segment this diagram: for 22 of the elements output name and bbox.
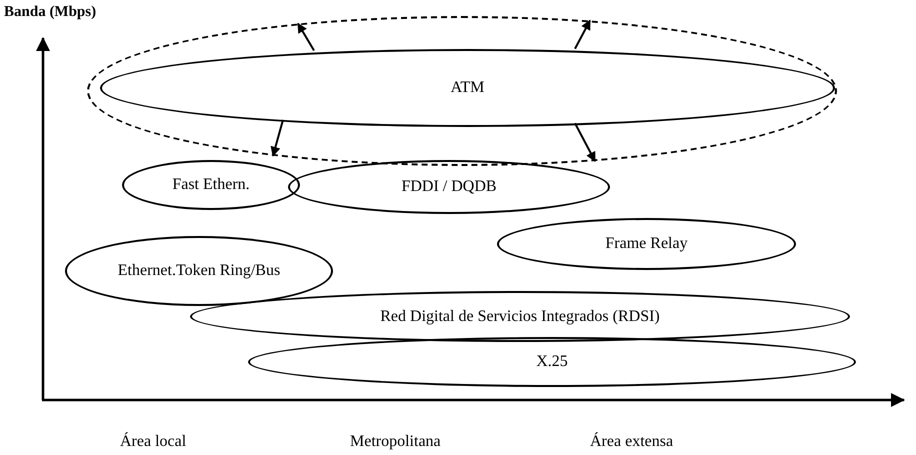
arrow bbox=[270, 120, 284, 157]
category-label: Metropolitana bbox=[350, 432, 441, 452]
ellipse-node bbox=[190, 291, 850, 342]
ellipse-node bbox=[288, 160, 610, 214]
node-label: Red Digital de Servicios Integrados (RDSI) bbox=[379, 308, 661, 326]
ellipse-node bbox=[248, 337, 856, 387]
node-label: ATM bbox=[450, 79, 486, 97]
ellipse-node bbox=[65, 236, 333, 306]
node-label: Fast Ethern. bbox=[171, 176, 251, 194]
arrow bbox=[574, 20, 591, 50]
category-label: Área extensa bbox=[590, 431, 674, 452]
category-label: Área local bbox=[120, 431, 186, 452]
arrow bbox=[297, 22, 315, 51]
ellipse-node bbox=[122, 160, 300, 210]
node-label: Frame Relay bbox=[604, 235, 689, 253]
node-label: FDDI / DQDB bbox=[400, 178, 498, 196]
ellipse-node bbox=[497, 218, 796, 270]
axis-label: Banda (Mbps) bbox=[4, 3, 96, 22]
node-label: Ethernet.Token Ring/Bus bbox=[116, 262, 282, 280]
arrow bbox=[574, 122, 596, 162]
ellipse-node bbox=[100, 49, 835, 127]
node-label: X.25 bbox=[535, 353, 569, 371]
